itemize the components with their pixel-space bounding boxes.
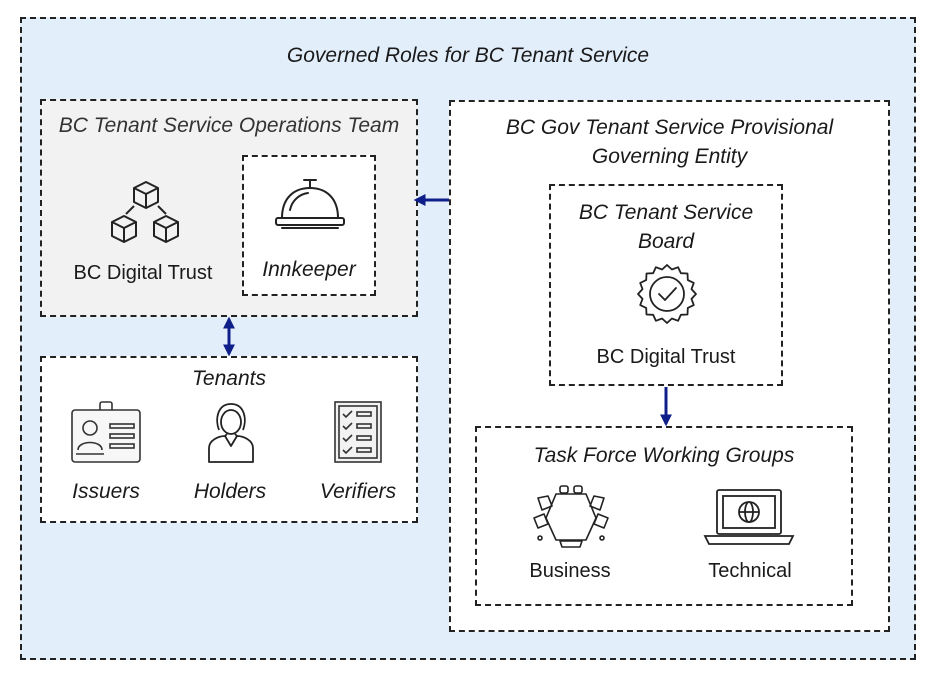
laptop-globe-icon — [703, 488, 795, 546]
service-bell-icon — [274, 178, 346, 234]
meeting-table-icon — [530, 484, 612, 548]
board-title-line2: Board — [637, 230, 695, 253]
ops-digital-trust-label: BC Digital Trust — [73, 262, 213, 284]
checklist-icon — [333, 400, 383, 464]
holders-label: Holders — [193, 480, 267, 503]
ops-team-title: BC Tenant Service Operations Team — [58, 114, 400, 137]
cubes-icon — [108, 180, 184, 246]
diagram-title: Governed Roles for BC Tenant Service — [286, 44, 650, 67]
board-box — [549, 184, 783, 386]
governing-entity-title-line1: BC Gov Tenant Service Provisional — [505, 116, 834, 139]
certified-badge-icon — [636, 263, 698, 325]
badge-seal-outline — [637, 264, 697, 324]
person-icon — [205, 400, 257, 464]
board-title-line1: BC Tenant Service — [578, 201, 754, 224]
issuers-label: Issuers — [72, 480, 140, 503]
verifiers-label: Verifiers — [319, 480, 397, 503]
governing-entity-title-line2: Governing Entity — [591, 145, 748, 168]
innkeeper-label: Innkeeper — [262, 258, 356, 281]
technical-label: Technical — [708, 560, 792, 582]
tenants-title: Tenants — [192, 367, 266, 390]
board-digital-trust-label: BC Digital Trust — [596, 346, 736, 368]
id-card-icon — [70, 400, 142, 464]
working-groups-title: Task Force Working Groups — [533, 444, 795, 467]
business-label: Business — [529, 560, 611, 582]
